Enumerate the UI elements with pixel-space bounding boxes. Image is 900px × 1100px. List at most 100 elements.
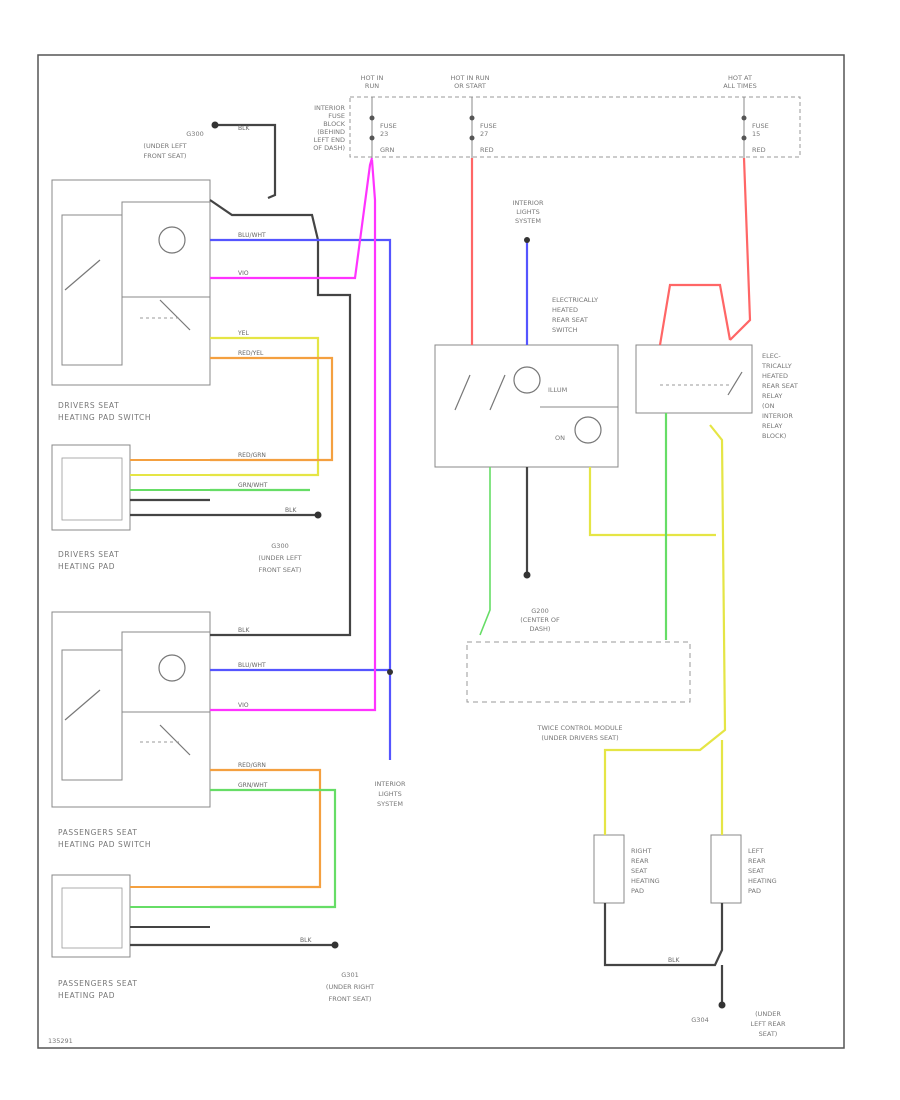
wire-label-blu-wht: BLU/WHT — [238, 232, 266, 239]
wire-label-blk-pass-ground: BLK — [300, 937, 312, 944]
wire-label-blu-wht-pass: BLU/WHT — [238, 662, 266, 669]
fuse-a-number: 23 — [380, 130, 388, 138]
relay-label-4: REAR SEAT — [762, 382, 798, 390]
ehrs-label-2: HEATED — [552, 306, 578, 314]
fuse-b-number: 27 — [480, 130, 488, 138]
hot-at-all-times-label: HOT AT — [728, 74, 752, 82]
rr-pad-label-5: PAD — [631, 887, 644, 895]
passenger-lamp-icon — [158, 654, 186, 682]
fuse-c-number: 15 — [752, 130, 760, 138]
wire-blu-wht — [210, 238, 392, 670]
ground-icon — [523, 571, 531, 579]
g304-label-3: LEFT REAR — [751, 1020, 786, 1028]
passenger-pad-label-1: PASSENGERS SEAT — [58, 979, 138, 988]
right-rear-pad-outline — [593, 834, 625, 904]
g200-label: G200 — [531, 607, 548, 615]
ehrs-label-1: ELECTRICALLY — [552, 296, 598, 304]
fuse-block-label-1: INTERIOR — [314, 104, 345, 112]
passenger-switch-outline — [51, 611, 211, 808]
g300-mid-label-2: (UNDER LEFT — [258, 554, 301, 562]
wire-yel-rear-pads — [603, 424, 727, 835]
ehrs-label-4: SWITCH — [552, 326, 578, 334]
driver-pad-outline — [51, 444, 131, 531]
ils-bot-label-1: INTERIOR — [375, 780, 406, 788]
fuse-c-label: FUSE — [752, 122, 769, 130]
g304-label-2: (UNDER — [755, 1010, 781, 1018]
wire-label-red-grn: RED/GRN — [238, 452, 266, 459]
left-rear-pad-outline — [710, 834, 742, 904]
lr-pad-label-2: REAR — [748, 857, 766, 865]
ils-bot-label-3: SYSTEM — [377, 800, 403, 808]
ils-bot-label-2: LIGHTS — [378, 790, 402, 798]
relay-label-7: INTERIOR — [762, 412, 793, 420]
g300-mid-label-3: FRONT SEAT) — [259, 566, 302, 574]
illum-lamp-icon — [513, 366, 541, 394]
driver-switch-inner — [61, 214, 123, 366]
fuse-block-label-2: FUSE — [328, 112, 345, 120]
ils-top-label-3: SYSTEM — [515, 217, 541, 225]
rr-pad-label-1: RIGHT — [631, 847, 651, 855]
fuse-b-color: RED — [480, 146, 494, 154]
driver-pad-label-1: DRIVERS SEAT — [58, 550, 119, 559]
ils-top-label-1: INTERIOR — [513, 199, 544, 207]
splice-icon — [387, 669, 393, 675]
lr-pad-label-5: PAD — [748, 887, 761, 895]
lr-pad-label-3: SEAT — [748, 867, 764, 875]
fuse-a — [369, 97, 375, 158]
relay-label-6: (ON — [762, 402, 775, 410]
fuse-a-color: GRN — [380, 146, 395, 154]
footer-code: 135291 — [48, 1037, 73, 1045]
wire-brn-blk — [479, 467, 491, 636]
tvcm-label-2: (UNDER DRIVERS SEAT) — [541, 734, 618, 742]
relay-label-8: RELAY — [762, 422, 782, 430]
wire-red-yel-driver — [210, 356, 334, 462]
fuse-block-outline — [349, 96, 801, 158]
wire-label-red-yel: RED/YEL — [238, 350, 264, 357]
wire-label-blk-rear: BLK — [668, 957, 680, 964]
tvcm-label: TWICE CONTROL MODULE — [536, 724, 622, 732]
on-label: ON — [555, 434, 565, 442]
wire-blk-rear-pads — [603, 903, 724, 967]
fuse-block-label-5: LEFT END — [314, 136, 345, 144]
hot-in-run-start-label-2: OR START — [454, 82, 486, 90]
wire-label-blk-ground: BLK — [285, 507, 297, 514]
illum-label: ILLUM — [548, 386, 567, 394]
ground-icon — [331, 941, 339, 949]
passenger-pad-label-2: HEATING PAD — [58, 991, 115, 1000]
wire-label-vio-pass: VIO — [238, 702, 249, 709]
wire-yel-driver — [210, 336, 320, 477]
fuse-block-label-4: (BEHIND — [317, 128, 345, 136]
wire-label-grn-wht: GRN/WHT — [238, 482, 268, 489]
g300-top-label: G300 — [186, 130, 203, 138]
fuse-b-label: FUSE — [480, 122, 497, 130]
hot-at-all-times-label-2: ALL TIMES — [723, 82, 756, 90]
passenger-switch-label-1: PASSENGERS SEAT — [58, 828, 138, 837]
driver-pad-label-2: HEATING PAD — [58, 562, 115, 571]
fuse-c — [741, 97, 747, 158]
relay-label-5: RELAY — [762, 392, 782, 400]
relay-label-2: TRICALLY — [761, 362, 792, 370]
g304-label-4: SEAT) — [759, 1030, 778, 1038]
splice-icon — [524, 237, 530, 243]
wire-blk-g300 — [215, 123, 277, 200]
wire-grn-wht-passenger — [210, 788, 337, 909]
ground-icon — [718, 1001, 726, 1009]
wire-blk-driver-ground — [209, 199, 352, 637]
g300-top-label-2: (UNDER LEFT — [143, 142, 186, 150]
fuse-block-label-3: BLOCK — [323, 120, 346, 128]
g304-label: G304 — [691, 1016, 708, 1024]
tvcm-outline — [466, 641, 691, 703]
wire-label-vio: VIO — [238, 270, 249, 277]
rr-pad-label-2: REAR — [631, 857, 649, 865]
ils-top-label-2: LIGHTS — [516, 208, 540, 216]
fuse-b — [469, 97, 475, 158]
wire-red-relay — [729, 157, 752, 341]
fuse-block-label-6: OF DASH) — [313, 144, 345, 152]
driver-switch-outline — [51, 179, 211, 386]
driver-switch-lamp-box — [121, 201, 211, 298]
rr-pad-label-3: SEAT — [631, 867, 647, 875]
ground-icon — [314, 511, 322, 519]
lr-pad-label-4: HEATING — [748, 877, 777, 885]
on-lamp-icon — [574, 416, 602, 444]
